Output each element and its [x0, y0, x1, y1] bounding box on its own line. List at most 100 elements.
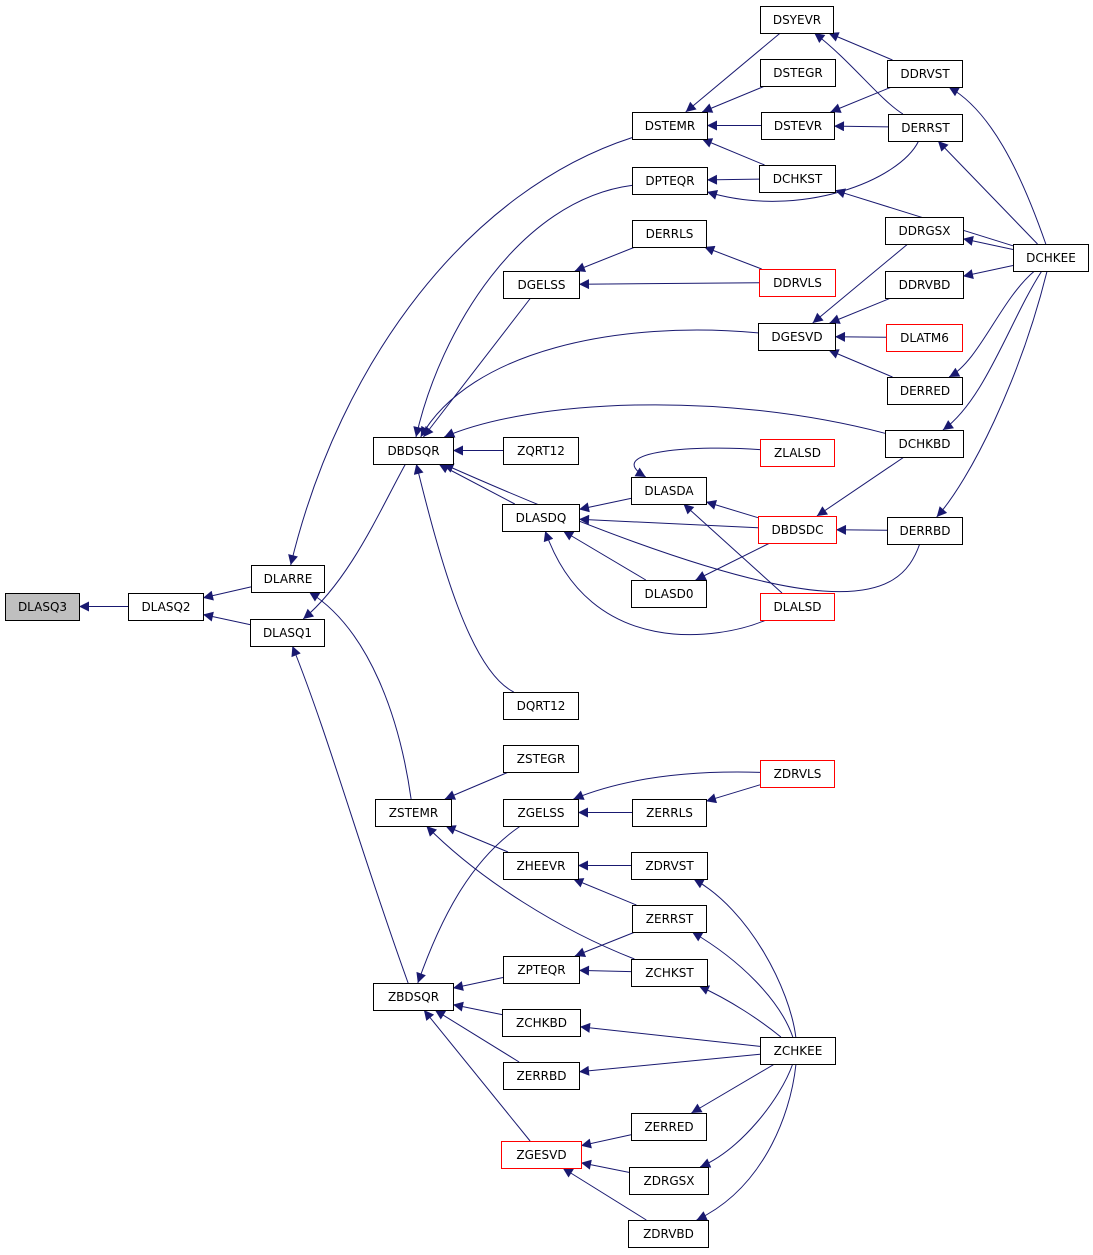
node-dlalsd[interactable]: DLALSD — [760, 593, 835, 621]
node-dlasq2[interactable]: DLASQ2 — [128, 593, 204, 621]
node-box — [629, 1167, 709, 1195]
node-zdrvst[interactable]: ZDRVST — [631, 852, 708, 880]
node-derred[interactable]: DERRED — [887, 377, 963, 405]
node-box — [632, 167, 708, 195]
node-label: ZQRT12 — [517, 444, 565, 458]
node-dbdsdc[interactable]: DBDSDC — [758, 516, 837, 544]
node-label: DSTEVR — [774, 119, 822, 133]
node-derrls[interactable]: DERRLS — [632, 220, 707, 248]
edge-ddrvst-to-dsyevr — [828, 32, 893, 61]
edge-zchkee-to-zerred — [691, 1063, 775, 1114]
node-zerrst[interactable]: ZERRST — [632, 905, 707, 933]
node-dlasd0[interactable]: DLASD0 — [631, 580, 707, 608]
node-label: DQRT12 — [517, 699, 566, 713]
node-dpteqr[interactable]: DPTEQR — [632, 167, 708, 195]
node-label: DDRVLS — [773, 276, 822, 290]
edge-zchkee-to-zerrbd — [578, 1053, 761, 1076]
node-label: ZLALSD — [774, 446, 821, 460]
edge-dchkst-to-dpteqr — [706, 174, 760, 185]
node-zbdsqr[interactable]: ZBDSQR — [373, 983, 454, 1011]
node-dsyevr[interactable]: DSYEVR — [760, 6, 834, 34]
node-zchkee[interactable]: ZCHKEE — [760, 1037, 836, 1065]
edge-zchkst-to-zpteqr — [578, 965, 632, 976]
node-zheevr[interactable]: ZHEEVR — [503, 852, 579, 880]
edge-ddrgsx-to-dgesvd — [812, 243, 909, 324]
node-zgesvd[interactable]: ZGESVD — [501, 1141, 582, 1169]
node-label: ZERRST — [646, 912, 694, 926]
node-label: ZGELSS — [517, 806, 564, 820]
edge-zdrvls-to-zerrls — [705, 784, 761, 804]
node-derrbd[interactable]: DERRBD — [887, 517, 963, 545]
node-dstemr[interactable]: DSTEMR — [632, 112, 708, 140]
node-zstegr[interactable]: ZSTEGR — [503, 745, 579, 773]
edge-dlasdq-to-dbdsqr — [438, 463, 516, 505]
node-label: ZSTEGR — [517, 752, 565, 766]
node-ddrvbd[interactable]: DDRVBD — [885, 271, 964, 299]
node-zchkst[interactable]: ZCHKST — [631, 959, 708, 987]
node-dchkee[interactable]: DCHKEE — [1013, 244, 1089, 272]
node-box — [503, 852, 579, 880]
edge-dchkbd-to-dbdsqr — [444, 404, 886, 438]
edge-dbdsdc-to-dlasd0 — [695, 542, 771, 581]
node-label: ZCHKEE — [774, 1044, 823, 1058]
edge-dstegr-to-dstemr — [701, 85, 766, 113]
node-zerrls[interactable]: ZERRLS — [632, 799, 707, 827]
node-ddrgsx[interactable]: DDRGSX — [885, 217, 964, 245]
edge-dchkee-to-derred — [948, 270, 1035, 378]
node-box — [503, 692, 579, 720]
node-dlarre[interactable]: DLARRE — [251, 565, 325, 593]
node-dstevr[interactable]: DSTEVR — [761, 112, 835, 140]
node-label: DERRED — [900, 384, 950, 398]
node-box — [503, 799, 579, 827]
node-label: ZHEEVR — [517, 859, 566, 873]
node-box — [631, 1113, 707, 1141]
node-box — [761, 112, 835, 140]
node-derrst[interactable]: DERRST — [888, 114, 963, 142]
node-zdrvbd[interactable]: ZDRVBD — [628, 1220, 709, 1248]
node-label: DBDSDC — [772, 523, 824, 537]
node-dstegr[interactable]: DSTEGR — [760, 59, 836, 87]
node-dlatm6[interactable]: DLATM6 — [886, 324, 963, 352]
node-zerred[interactable]: ZERRED — [631, 1113, 707, 1141]
edge-dchkbd-to-dbdsdc — [816, 456, 905, 517]
edge-dlasda-to-dlasdq — [578, 497, 632, 513]
node-zqrt12[interactable]: ZQRT12 — [503, 437, 579, 465]
edges-layer — [79, 32, 1048, 1221]
node-dgelss[interactable]: DGELSS — [503, 271, 580, 299]
node-box — [632, 220, 707, 248]
node-zdrvls[interactable]: ZDRVLS — [760, 760, 835, 788]
node-label: DERRBD — [900, 524, 951, 538]
node-box — [888, 114, 963, 142]
node-label: DLASD0 — [645, 587, 694, 601]
node-zdrgsx[interactable]: ZDRGSX — [629, 1167, 709, 1195]
node-label: ZERRLS — [646, 806, 693, 820]
node-box — [885, 271, 964, 299]
node-box — [887, 517, 963, 545]
node-dlasq1[interactable]: DLASQ1 — [250, 619, 325, 647]
node-dchkbd[interactable]: DCHKBD — [885, 430, 964, 458]
node-ddrvst[interactable]: DDRVST — [887, 60, 963, 88]
edge-derrst-to-dpteqr — [706, 140, 920, 202]
node-box — [760, 6, 834, 34]
node-zlalsd[interactable]: ZLALSD — [760, 439, 835, 467]
node-zerrbd[interactable]: ZERRBD — [503, 1062, 580, 1090]
edge-dchkee-to-dchkbd — [942, 270, 1043, 431]
node-dbdsqr[interactable]: DBDSQR — [373, 437, 454, 465]
node-zstemr[interactable]: ZSTEMR — [375, 799, 452, 827]
node-dlasda[interactable]: DLASDA — [631, 477, 707, 505]
node-box — [251, 565, 325, 593]
node-dgesvd[interactable]: DGESVD — [758, 323, 836, 351]
node-zchkbd[interactable]: ZCHKBD — [502, 1009, 581, 1037]
node-dlasdq[interactable]: DLASDQ — [502, 504, 580, 532]
edge-zdrgsx-to-zgesvd — [580, 1159, 630, 1173]
node-dchkst[interactable]: DCHKST — [759, 165, 836, 193]
edge-dchkee-to-ddrvst — [948, 86, 1047, 245]
node-ddrvls[interactable]: DDRVLS — [759, 269, 836, 297]
edge-dlasd0-to-dlasdq — [562, 530, 647, 581]
node-box — [503, 956, 580, 984]
node-label: ZDRVBD — [643, 1227, 694, 1241]
node-dqrt12[interactable]: DQRT12 — [503, 692, 579, 720]
edge-ddrvls-to-derrls — [704, 245, 762, 270]
node-zgelss[interactable]: ZGELSS — [503, 799, 579, 827]
node-zpteqr[interactable]: ZPTEQR — [503, 956, 580, 984]
